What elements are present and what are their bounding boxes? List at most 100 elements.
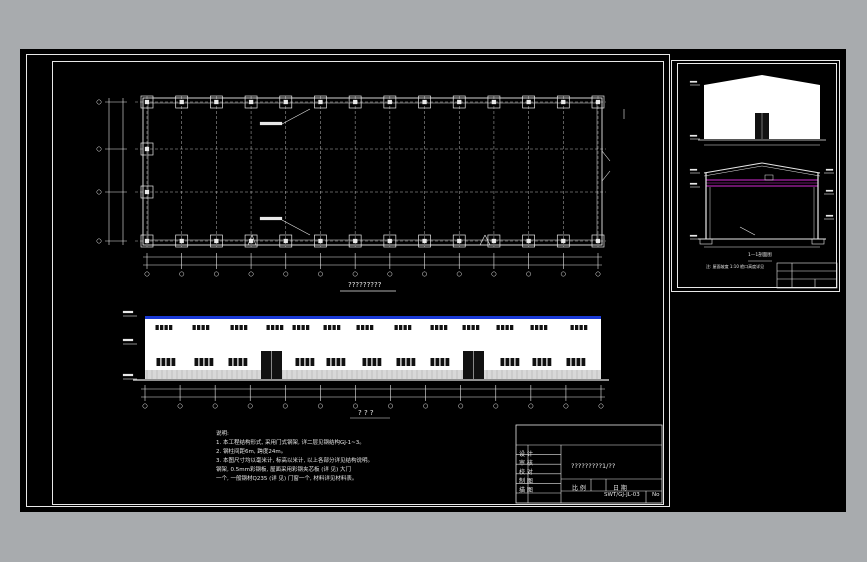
elevation-lower-window [166,358,171,366]
notes-line-3: 3. 本图尺寸均以毫米计, 标高以米计, 以上各部分详见结构说明。 [216,458,373,464]
plan-column-footing [418,95,431,109]
plan-column-footing [244,234,258,248]
tb-row-draw: 制 图 [519,478,533,485]
plan-column [283,238,288,244]
plan-column-footing [418,234,431,248]
elevation-upper-window [306,325,310,330]
plan-column [179,238,184,244]
elevation-upper-window [476,325,480,330]
elevation-upper-window [408,325,412,330]
plan-axis-bubble [422,271,427,277]
plan-column-footing [140,234,154,248]
elevation-axis-bubble [353,403,358,409]
side-level-label [825,189,834,192]
plan-axis-bubble [96,238,102,244]
elevation-lower-window [566,358,571,366]
plan-column [248,238,254,244]
plan-door-swing [479,234,486,246]
elevation-upper-window [501,325,505,330]
plan-column-footing [522,234,535,248]
elevation-axis-bubble [458,403,464,409]
side-level-label [689,182,698,185]
plan-column-footing [140,95,154,109]
plan-column [561,238,566,244]
elevation-lower-window [209,358,214,366]
plan-axis-bubble [96,99,102,105]
elevation-upper-window [292,325,296,330]
elevation-upper-window [235,325,239,330]
side-level-label [689,134,698,137]
drawing-canvas[interactable]: ????????? ? ? ? 说明: 1. 本工程结构形式, 采用门式钢架, … [20,49,846,512]
tb-date-label: 日 期 [613,485,627,492]
plan-leader-line [281,108,311,125]
elevation-axis-bubble [493,403,499,409]
side-level-label [825,214,834,217]
elevation-axis-bubble [282,403,288,409]
elevation-lower-window [377,358,382,366]
notes-line-5: 一个, 一般钢材Q235 (详 见) 门窗一个, 材料详见材料表。 [216,476,358,482]
elevation-upper-window [361,325,365,330]
elevation-lower-window [295,358,300,366]
plan-door-swing [251,234,257,246]
elevation-upper-window [539,325,543,330]
elevation-upper-window [505,325,509,330]
notes-line-1: 1. 本工程结构形式, 采用门式钢架, 详二层见钢结构GJ-1~3。 [216,440,365,446]
side-level-label [689,80,698,83]
elevation-upper-window [244,325,248,330]
elevation-lower-window [440,358,445,366]
plan-column-footing [314,234,327,248]
plan-column-footing [210,234,223,248]
elevation-upper-window [192,325,196,330]
elevation-lower-window [372,358,377,366]
elevation-lower-window [411,358,416,366]
plan-title: ????????? [348,281,382,289]
plan-column-footing [348,95,362,109]
side-level-label [825,168,834,171]
design-notes: 说明: 1. 本工程结构形式, 采用门式钢架, 详二层见钢结构GJ-1~3。 2… [216,430,373,484]
elevation-upper-window [266,325,270,330]
side-sheet-inner-frame [677,63,837,288]
elevation-lower-window [435,358,440,366]
plan-door-swing [601,150,611,162]
elevation-lower-window [401,358,406,366]
elevation-upper-window [530,325,534,330]
tb-row-review: 审 核 [519,460,533,467]
side-section-footing [699,238,713,245]
elevation-lower-window [326,358,331,366]
elevation-lower-window [238,358,243,366]
side-section-title: 1—1剖面图 [748,253,772,258]
plan-door-swing [601,170,611,182]
elevation-upper-window [570,325,574,330]
plan-column [526,99,531,105]
elevation-lower-window [510,358,515,366]
elevation-plinth [145,370,601,379]
floor-plan-drawing[interactable] [20,49,846,512]
elevation-lower-window [515,358,520,366]
elevation-axis-bubble [423,403,429,409]
elevation-upper-window [301,325,305,330]
plan-axis-bubble [144,271,150,277]
plan-axis-bubble [387,271,393,277]
elevation-upper-window [370,325,374,330]
side-crane-trolley [764,174,774,181]
elevation-lower-window [341,358,346,366]
elevation-lower-window [331,358,336,366]
side-section-footing [811,238,825,245]
side-section-roof-inner [703,165,763,177]
plan-column-footing [383,95,397,109]
elevation-lower-window [199,358,204,366]
plan-column [144,99,150,105]
plan-column [387,238,392,244]
notes-line-4: 钢架, 0.5mm彩钢板, 屋面采用彩钢夹芯板 (详 见) 大门 [216,467,351,473]
plan-axis-bubble [456,271,462,277]
elevation-upper-window [155,325,159,330]
plan-column-footing [175,234,189,248]
plan-column-footing [556,234,570,248]
plan-column [422,99,427,105]
elevation-axis-bubble [142,403,148,409]
plan-leader-line [281,219,311,236]
plan-axis-bubble [213,271,219,277]
elevation-lower-window [171,358,176,366]
plan-leader-label [259,121,283,126]
elevation-level-label [122,338,134,342]
